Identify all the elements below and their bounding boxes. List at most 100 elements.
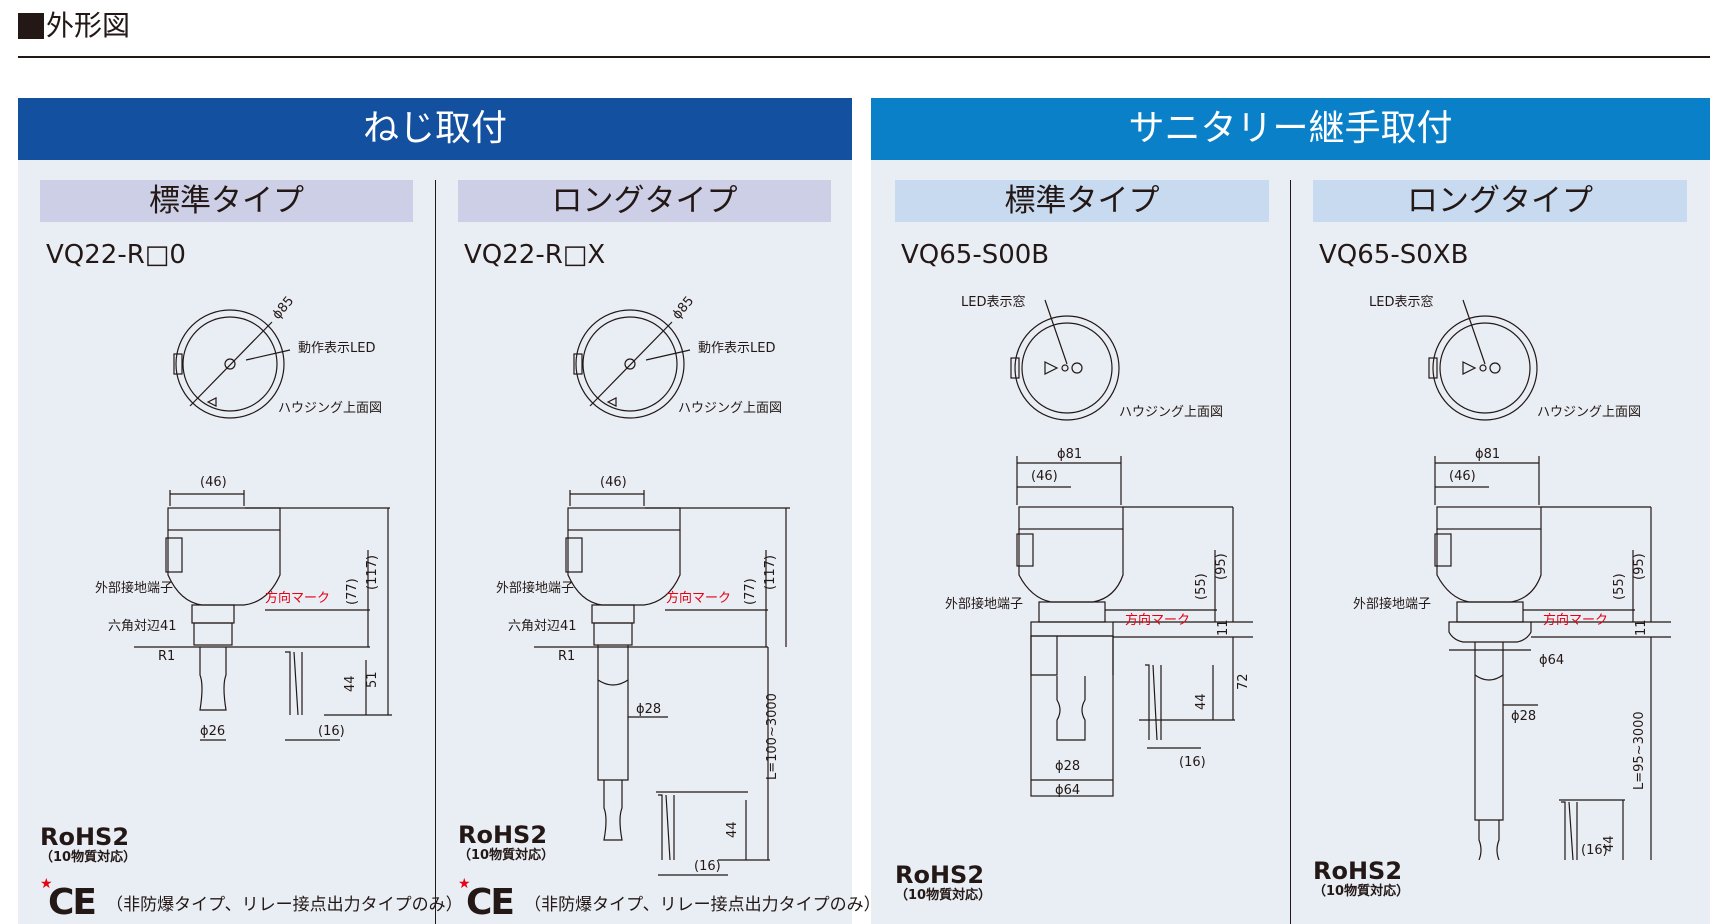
- screw-standard-column: 標準タイプ VQ22-R□0 ϕ85 動作表示LED ハウジング上面図: [40, 180, 463, 924]
- sanitary-standard-model: VQ65-S00B: [901, 240, 1050, 270]
- thread-r1-label: R1: [158, 649, 175, 664]
- housing-side-view: [134, 490, 392, 741]
- star-icon: ★: [40, 876, 53, 892]
- housing-top-view: [1428, 299, 1538, 421]
- dim-16-label: (16): [318, 724, 345, 739]
- dim-51-label: 51: [365, 671, 380, 688]
- length-label: L=100~3000: [765, 693, 780, 780]
- rohs-badge: RoHS2 （10物質対応）: [1313, 858, 1409, 900]
- dim-16-label: (16): [1581, 843, 1608, 858]
- direction-mark-label: 方向マーク: [1125, 612, 1190, 628]
- housing-side-view: [1434, 456, 1671, 860]
- dim-44-label: 44: [1602, 835, 1617, 852]
- housing-top-label: ハウジング上面図: [678, 401, 782, 416]
- ground-terminal-label: 外部接地端子: [95, 580, 173, 596]
- dia-64-label: ϕ64: [1055, 783, 1080, 798]
- ground-terminal-label: 外部接地端子: [1353, 596, 1431, 612]
- screw-mount-panel: ねじ取付 標準タイプ VQ22-R□0 ϕ85 動作表示LED ハウジング上面図: [18, 98, 881, 924]
- sanitary-long-subtitle: ロングタイプ: [1313, 180, 1687, 222]
- page-title: 外形図: [18, 6, 130, 46]
- rohs-badge: RoHS2 （10物質対応）: [40, 824, 136, 866]
- rohs-title: RoHS2: [895, 861, 985, 889]
- screw-standard-subtitle: 標準タイプ: [40, 180, 413, 222]
- dia-81-label: ϕ81: [1475, 447, 1500, 462]
- dim-11-label: 11: [1634, 619, 1649, 636]
- sanitary-long-drawing: LED表示窓 ハウジング上面図: [1353, 294, 1671, 860]
- direction-mark-label: 方向マーク: [265, 590, 330, 606]
- square-bullet-icon: [18, 13, 44, 39]
- width-46-label: (46): [600, 475, 627, 490]
- rohs-subtitle: （10物質対応）: [1313, 884, 1410, 899]
- screw-standard-drawing: ϕ85 動作表示LED ハウジング上面図: [95, 294, 392, 741]
- dim-77-label: (77): [743, 578, 758, 605]
- dim-16-label: (16): [694, 859, 721, 874]
- sanitary-standard-column: 標準タイプ VQ65-S00B LED表示窓 ハウジング上面図: [895, 180, 1269, 924]
- width-46-label: (46): [1031, 469, 1058, 484]
- sanitary-standard-subtitle: 標準タイプ: [895, 180, 1269, 222]
- column-divider: [435, 180, 436, 924]
- ce-note: （非防爆タイプ、リレー接点出力タイプのみ）: [524, 895, 881, 915]
- housing-side-view: [1016, 456, 1253, 797]
- dia-28-label: ϕ28: [636, 702, 661, 717]
- dim-77-label: (77): [345, 578, 360, 605]
- dia-81-label: ϕ81: [1057, 447, 1082, 462]
- dia-28-label: ϕ28: [1511, 709, 1536, 724]
- rohs-title: RoHS2: [458, 821, 548, 849]
- rohs-subtitle: （10物質対応）: [40, 850, 137, 865]
- diameter-85-label: ϕ85: [270, 294, 298, 323]
- dia-64-label: ϕ64: [1539, 653, 1564, 668]
- sanitary-long-model: VQ65-S0XB: [1319, 240, 1469, 270]
- dim-11-label: 11: [1216, 619, 1231, 636]
- dim-44-label: 44: [1194, 693, 1209, 710]
- ce-icon: CE: [48, 882, 97, 923]
- dia-26-label: ϕ26: [200, 724, 225, 739]
- column-divider: [1290, 180, 1291, 924]
- rohs-subtitle: （10物質対応）: [895, 888, 992, 903]
- housing-top-label: ハウジング上面図: [278, 401, 382, 416]
- direction-mark-label: 方向マーク: [1543, 612, 1608, 628]
- page-title-text: 外形図: [46, 9, 131, 42]
- dim-72-label: 72: [1236, 673, 1251, 690]
- hex-41-label: 六角対辺41: [108, 619, 177, 634]
- ce-icon: CE: [466, 882, 515, 923]
- housing-top-label: ハウジング上面図: [1537, 405, 1641, 420]
- dim-117-label: (117): [763, 555, 778, 590]
- width-46-label: (46): [200, 475, 227, 490]
- sanitary-mount-panel: サニタリー継手取付 標準タイプ VQ65-S00B LED表示窓 ハウジング上面…: [871, 98, 1710, 924]
- rohs-title: RoHS2: [1313, 857, 1403, 885]
- screw-long-model: VQ22-R□X: [464, 240, 606, 270]
- dim-117-label: (117): [365, 555, 380, 590]
- sanitary-standard-drawing: LED表示窓 ハウジング上面図: [945, 294, 1253, 798]
- rohs-subtitle: （10物質対応）: [458, 848, 555, 863]
- hex-41-label: 六角対辺41: [508, 619, 577, 634]
- led-label: 動作表示LED: [698, 341, 775, 356]
- led-label: 動作表示LED: [298, 341, 375, 356]
- length-label: L=95~3000: [1632, 711, 1647, 790]
- screw-long-column: ロングタイプ VQ22-R□X ϕ85 動作表示LED ハウジング上面図: [458, 180, 881, 924]
- dim-16-label: (16): [1179, 755, 1206, 770]
- rohs-badge: RoHS2 （10物質対応）: [458, 822, 554, 864]
- star-icon: ★: [458, 876, 471, 892]
- dim-55-label: (55): [1194, 573, 1209, 600]
- housing-top-view: [1010, 299, 1120, 421]
- housing-top-view: [173, 309, 291, 419]
- screw-long-subtitle: ロングタイプ: [458, 180, 831, 222]
- dim-95-label: (95): [1214, 553, 1229, 580]
- direction-mark-label: 方向マーク: [666, 590, 731, 606]
- led-window-label: LED表示窓: [1369, 294, 1433, 310]
- screw-standard-model: VQ22-R□0: [46, 240, 186, 270]
- diameter-85-label: ϕ85: [670, 294, 698, 323]
- led-window-label: LED表示窓: [961, 294, 1025, 310]
- sanitary-long-column: ロングタイプ VQ65-S0XB LED表示窓 ハウジング上面図: [1313, 180, 1687, 924]
- sanitary-mount-title: サニタリー継手取付: [871, 98, 1710, 160]
- screw-mount-title: ねじ取付: [18, 98, 852, 160]
- ce-mark: ★ CE （非防爆タイプ、リレー接点出力タイプのみ）: [40, 876, 463, 923]
- dia-28-label: ϕ28: [1055, 759, 1080, 774]
- dim-95-label: (95): [1632, 553, 1647, 580]
- housing-top-view: [573, 309, 691, 419]
- ground-terminal-label: 外部接地端子: [945, 596, 1023, 612]
- thread-r1-label: R1: [558, 649, 575, 664]
- rohs-badge: RoHS2 （10物質対応）: [895, 862, 991, 904]
- dim-44-label: 44: [725, 821, 740, 838]
- housing-side-view: [534, 490, 790, 876]
